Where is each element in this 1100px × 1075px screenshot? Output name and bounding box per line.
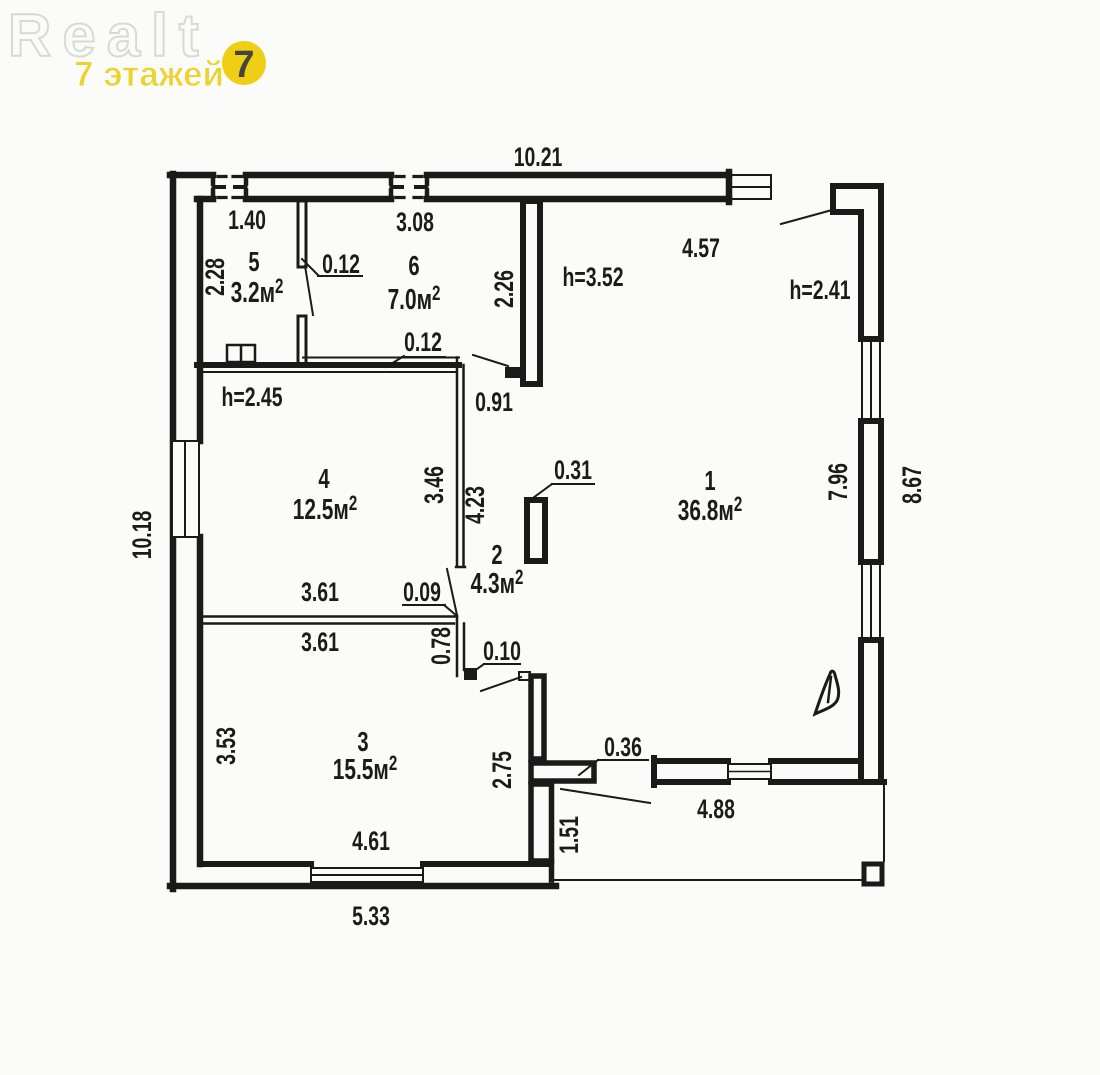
svg-text:2.75: 2.75 <box>487 751 517 789</box>
svg-text:2: 2 <box>491 540 502 571</box>
svg-text:h=2.41: h=2.41 <box>789 275 850 305</box>
svg-text:1.40: 1.40 <box>228 205 266 235</box>
svg-text:2.28: 2.28 <box>200 258 230 296</box>
svg-text:3.61: 3.61 <box>301 627 339 657</box>
svg-text:0.36: 0.36 <box>604 732 642 762</box>
svg-text:7.0м2: 7.0м2 <box>388 280 441 315</box>
svg-text:3.46: 3.46 <box>419 466 449 504</box>
svg-text:1: 1 <box>704 466 715 497</box>
svg-text:2.26: 2.26 <box>489 270 519 308</box>
svg-text:4.88: 4.88 <box>697 794 735 824</box>
svg-text:3.08: 3.08 <box>396 207 434 237</box>
svg-text:4.3м2: 4.3м2 <box>471 564 524 599</box>
svg-text:4.61: 4.61 <box>352 826 390 856</box>
svg-text:10.21: 10.21 <box>514 142 563 172</box>
svg-text:3.61: 3.61 <box>301 577 339 607</box>
svg-text:0.31: 0.31 <box>554 455 592 485</box>
svg-text:0.09: 0.09 <box>403 577 441 607</box>
svg-text:0.12: 0.12 <box>322 249 360 279</box>
svg-text:10.18: 10.18 <box>127 511 157 560</box>
svg-text:7 этажей: 7 этажей <box>74 55 224 94</box>
svg-text:0.12: 0.12 <box>404 327 442 357</box>
svg-text:7: 7 <box>233 44 254 86</box>
svg-text:3.2м2: 3.2м2 <box>231 273 284 308</box>
svg-text:0.10: 0.10 <box>483 636 521 666</box>
svg-text:h=2.45: h=2.45 <box>221 382 282 412</box>
svg-text:h=3.52: h=3.52 <box>562 262 623 292</box>
svg-text:3: 3 <box>357 727 368 758</box>
svg-text:5: 5 <box>248 247 259 278</box>
svg-text:8.67: 8.67 <box>897 466 927 504</box>
svg-text:15.5м2: 15.5м2 <box>333 750 397 785</box>
svg-text:6: 6 <box>408 251 419 282</box>
svg-text:12.5м2: 12.5м2 <box>293 490 357 525</box>
svg-text:Realt: Realt <box>8 2 210 69</box>
svg-text:0.78: 0.78 <box>426 627 456 665</box>
svg-text:0.91: 0.91 <box>475 387 513 417</box>
svg-text:4.23: 4.23 <box>460 486 490 524</box>
svg-text:4.57: 4.57 <box>682 233 720 263</box>
svg-text:4: 4 <box>318 464 330 495</box>
svg-text:1.51: 1.51 <box>554 816 584 854</box>
svg-text:3.53: 3.53 <box>211 727 241 765</box>
svg-text:5.33: 5.33 <box>352 901 390 931</box>
svg-text:7.96: 7.96 <box>823 463 853 501</box>
svg-text:36.8м2: 36.8м2 <box>678 491 742 526</box>
